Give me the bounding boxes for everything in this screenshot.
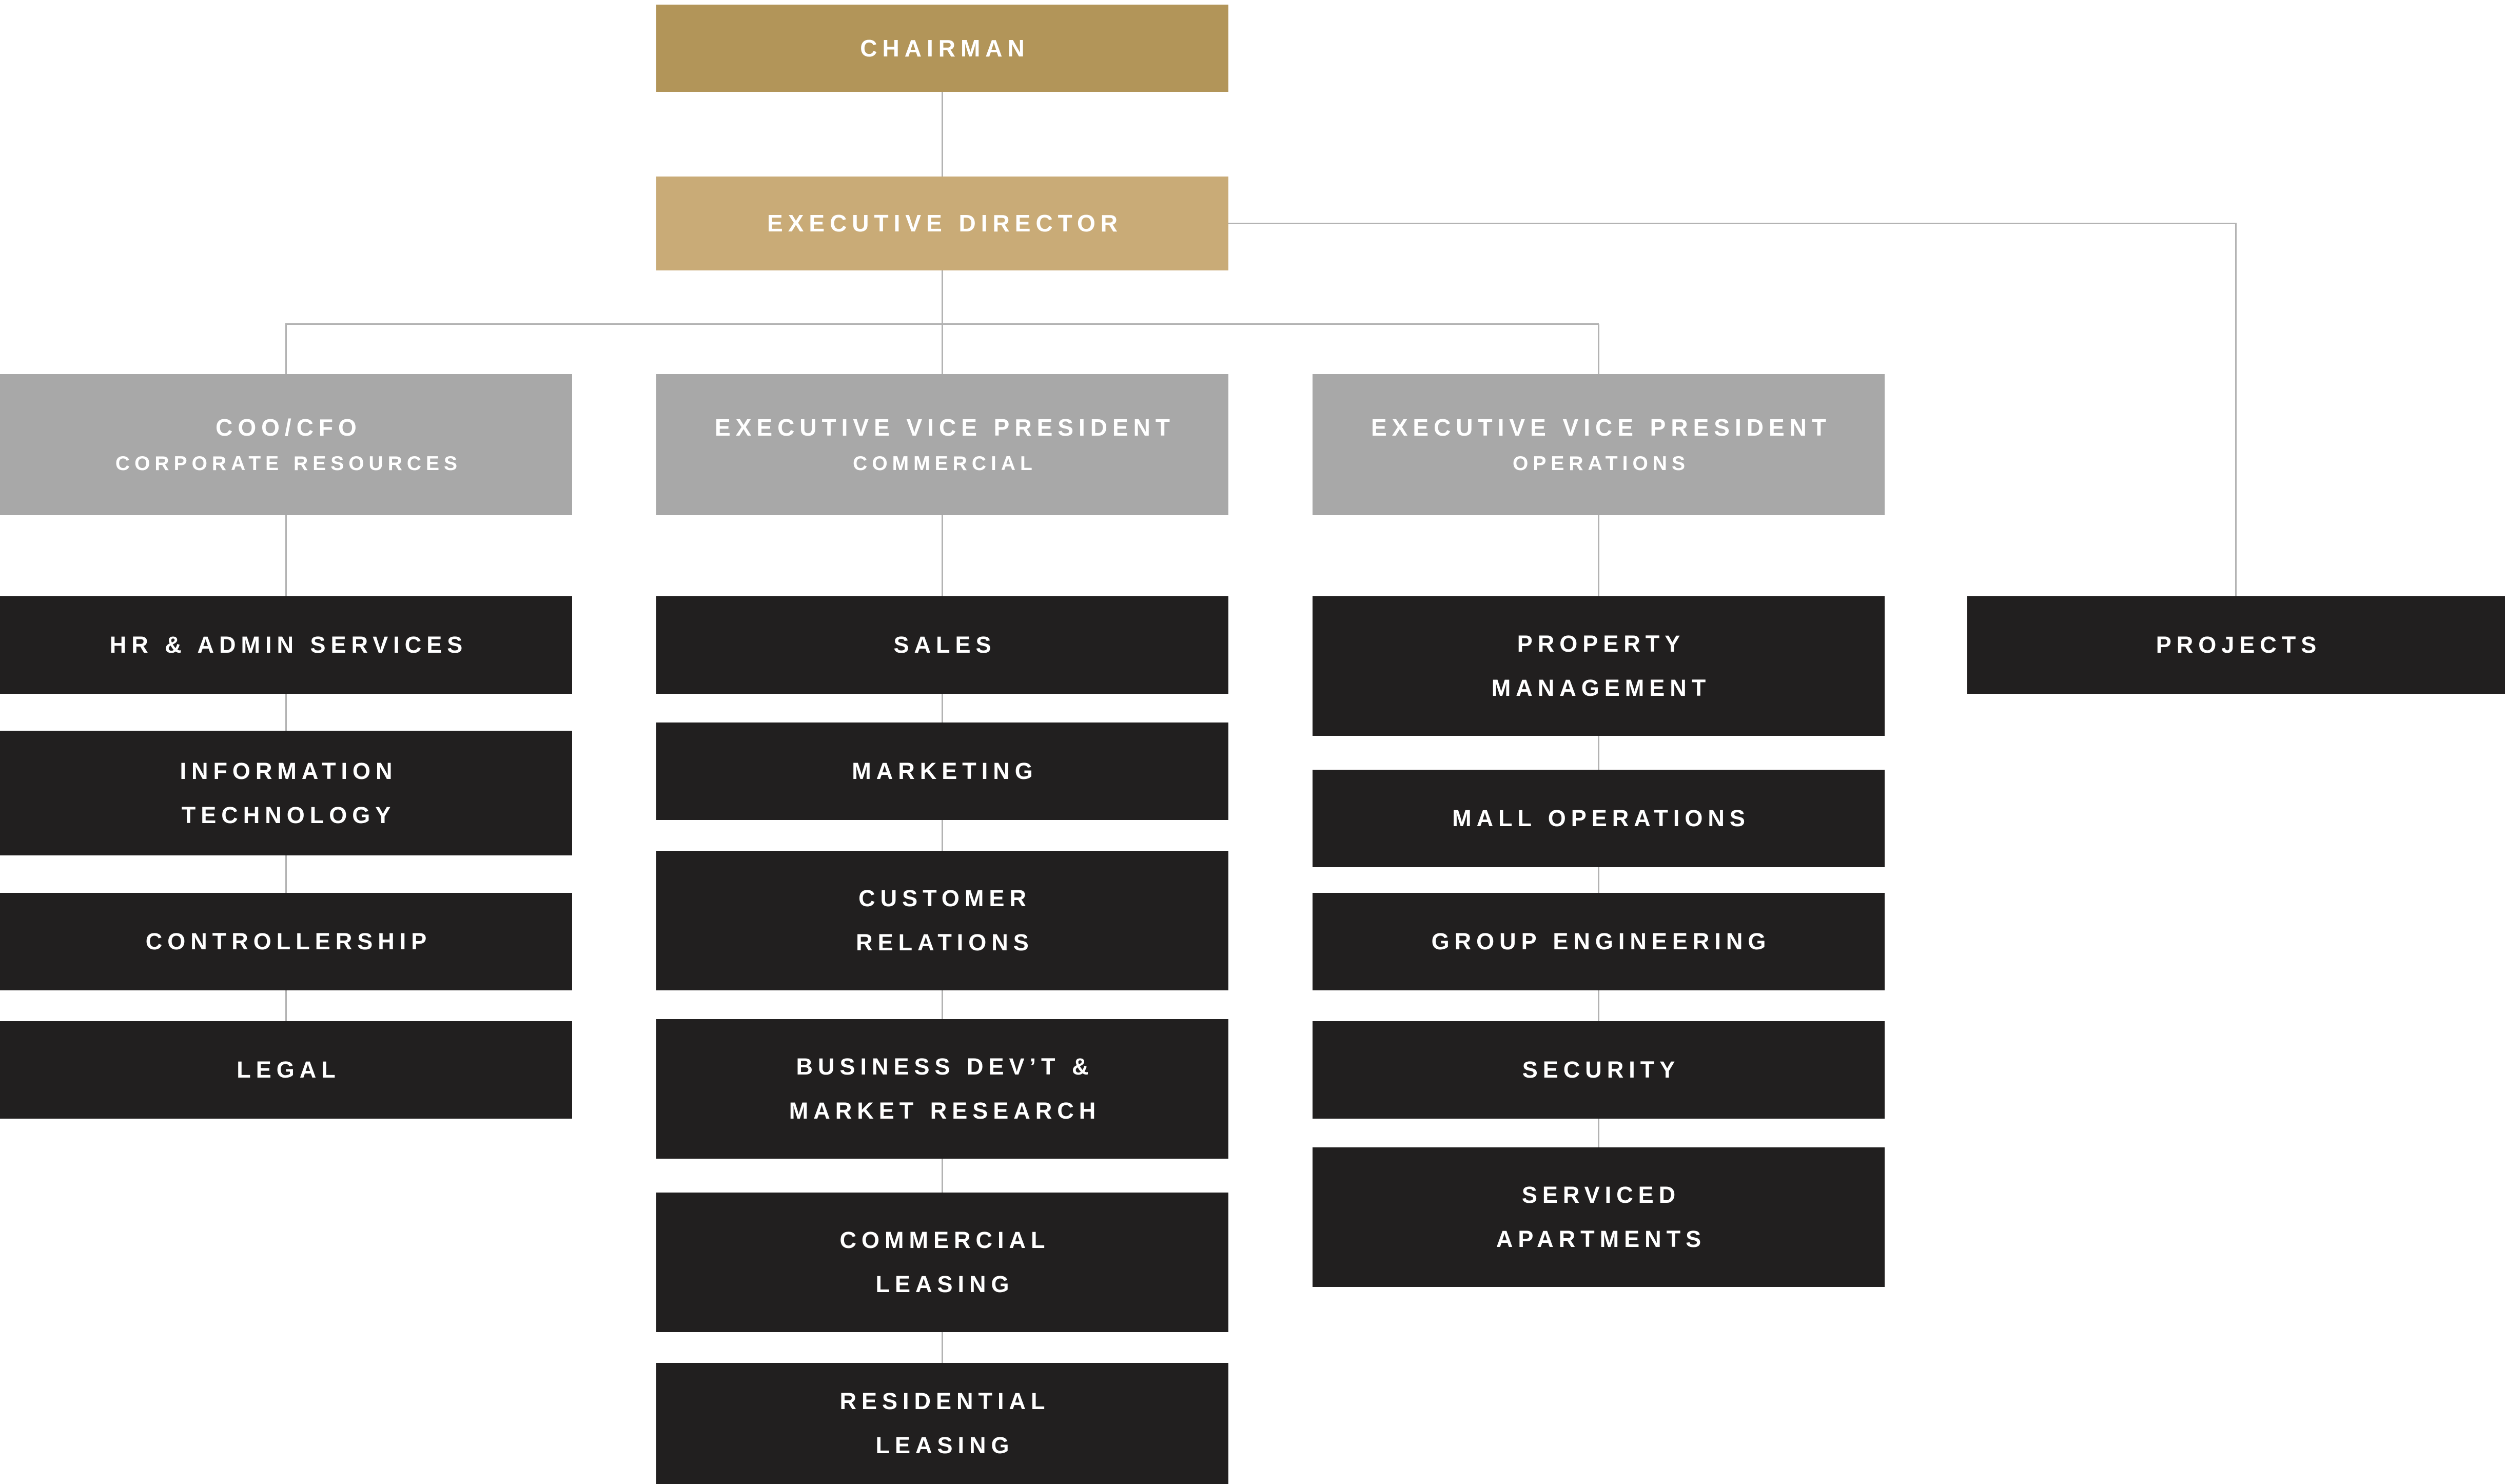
node-legal: LEGAL [0,1021,572,1119]
connector-evpcom-sales [942,515,943,596]
node-residential-leasing: RESIDENTIAL LEASING [656,1363,1228,1484]
node-evp-operations: EXECUTIVE VICE PRESIDENT OPERATIONS [1313,374,1885,515]
node-projects: PROJECTS [1967,596,2505,694]
connector-branch-horizontal [285,323,1599,325]
node-commercial-leasing-line2: LEASING [875,1271,1014,1297]
node-serviced-apartments-line2: APARTMENTS [1496,1226,1707,1252]
connector-hr-it [285,694,287,731]
node-business-devt-line2: MARKET RESEARCH [789,1098,1101,1124]
connector-evpops-property [1598,515,1599,596]
node-serviced-apartments: SERVICED APARTMENTS [1313,1147,1885,1287]
node-information-technology-line1: INFORMATION [180,757,398,784]
connector-customer-businessdev [942,990,943,1019]
node-business-devt-market-research: BUSINESS DEV’T & MARKET RESEARCH [656,1019,1228,1159]
node-residential-leasing-line1: RESIDENTIAL [839,1388,1050,1414]
connector-chairman-director [942,92,943,177]
node-customer-relations: CUSTOMER RELATIONS [656,851,1228,990]
connector-controllership-legal [285,990,287,1021]
node-security: SECURITY [1313,1021,1885,1119]
connector-sales-marketing [942,694,943,723]
node-chairman-label: CHAIRMAN [860,34,1030,62]
connector-engineering-security [1598,990,1599,1021]
node-coo-cfo: COO/CFO CORPORATE RESOURCES [0,374,572,515]
node-evp-commercial-title: EXECUTIVE VICE PRESIDENT [715,414,1175,441]
node-coo-cfo-title: COO/CFO [216,414,362,441]
node-hr-admin-services-label: HR & ADMIN SERVICES [109,632,468,658]
node-evp-commercial: EXECUTIVE VICE PRESIDENT COMMERCIAL [656,374,1228,515]
connector-drop-evp-operations [1598,324,1599,374]
node-legal-label: LEGAL [237,1057,341,1083]
connector-security-serviced [1598,1119,1599,1147]
node-business-devt-line1: BUSINESS DEV’T & [796,1053,1094,1080]
node-evp-operations-subtitle: OPERATIONS [1513,452,1690,475]
node-property-management: PROPERTY MANAGEMENT [1313,596,1885,736]
connector-director-drop [942,270,943,374]
node-controllership-label: CONTROLLERSHIP [145,928,432,954]
node-evp-commercial-subtitle: COMMERCIAL [853,452,1037,475]
connector-property-mallops [1598,736,1599,770]
connector-coo-hr [285,515,287,596]
connector-commleasing-resleasing [942,1332,943,1363]
node-customer-relations-line2: RELATIONS [856,929,1034,955]
node-hr-admin-services: HR & ADMIN SERVICES [0,596,572,694]
connector-marketing-customer [942,820,943,851]
node-property-management-line2: MANAGEMENT [1491,675,1711,701]
node-chairman: CHAIRMAN [656,5,1228,92]
node-projects-label: PROJECTS [2156,632,2322,658]
node-evp-operations-title: EXECUTIVE VICE PRESIDENT [1371,414,1831,441]
node-mall-operations-label: MALL OPERATIONS [1452,805,1750,831]
node-controllership: CONTROLLERSHIP [0,893,572,990]
node-coo-cfo-subtitle: CORPORATE RESOURCES [115,452,462,475]
connector-director-projects-horizontal [1228,223,2236,224]
node-customer-relations-line1: CUSTOMER [858,885,1031,911]
node-residential-leasing-line2: LEASING [875,1432,1014,1458]
node-group-engineering-label: GROUP ENGINEERING [1431,928,1771,954]
node-sales-label: SALES [893,632,996,658]
node-mall-operations: MALL OPERATIONS [1313,770,1885,867]
node-commercial-leasing-line1: COMMERCIAL [839,1227,1050,1253]
node-information-technology-line2: TECHNOLOGY [181,802,396,828]
connector-it-controllership [285,855,287,893]
node-information-technology: INFORMATION TECHNOLOGY [0,731,572,855]
node-security-label: SECURITY [1522,1057,1680,1083]
node-executive-director-label: EXECUTIVE DIRECTOR [767,210,1123,237]
node-serviced-apartments-line1: SERVICED [1521,1182,1681,1208]
node-property-management-line1: PROPERTY [1517,631,1686,657]
node-sales: SALES [656,596,1228,694]
connector-mallops-engineering [1598,867,1599,893]
connector-drop-coo-cfo [285,324,287,374]
node-group-engineering: GROUP ENGINEERING [1313,893,1885,990]
node-executive-director: EXECUTIVE DIRECTOR [656,177,1228,270]
connector-businessdev-commleasing [942,1159,943,1193]
node-marketing: MARKETING [656,723,1228,820]
node-marketing-label: MARKETING [852,758,1038,784]
connector-projects-drop [2235,223,2237,596]
node-commercial-leasing: COMMERCIAL LEASING [656,1193,1228,1332]
